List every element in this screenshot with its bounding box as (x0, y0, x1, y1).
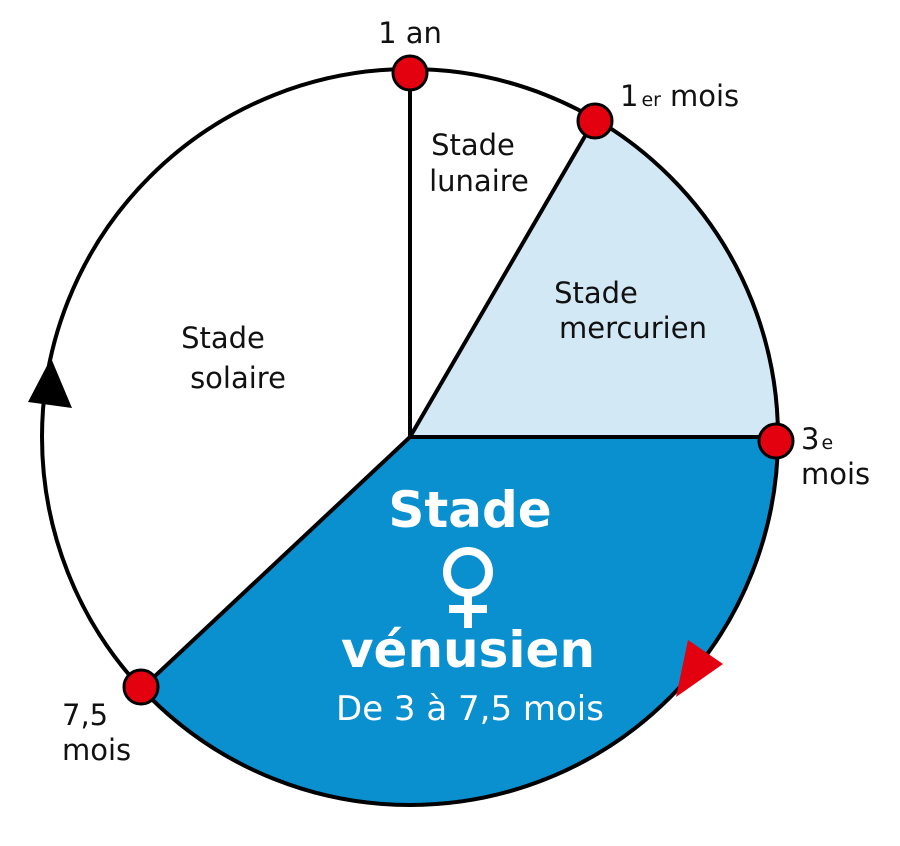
venusian-stage-range: De 3 à 7,5 mois (336, 689, 604, 729)
venusian-stage-name: vénusien (341, 621, 595, 679)
label-first-month-unit: mois (670, 79, 739, 113)
direction-arrow-right-icon (676, 640, 723, 697)
solar-stage-name: solaire (190, 361, 286, 395)
marker-third-month (757, 422, 795, 460)
divider-seven-half-months (140, 435, 412, 691)
mercurial-stage-name: mercurien (559, 311, 707, 345)
label-seven-half-months-unit: mois (62, 733, 131, 767)
solar-stage-title: Stade (181, 321, 265, 355)
lunar-stage-sector (410, 69, 595, 437)
marker-first-month (576, 102, 614, 140)
label-seven-half-months-number: 7,5 (62, 698, 108, 732)
label-third-month-suffix: e (821, 432, 833, 454)
label-first-month-number: 1 (620, 79, 638, 113)
label-third-month-digit: 3 (801, 422, 819, 456)
marker-seven-half-months (122, 668, 160, 706)
label-first-month-suffix: er (641, 89, 661, 111)
direction-arrow-left-icon (28, 358, 72, 408)
label-third-month-unit: mois (801, 457, 870, 491)
lunar-stage-title: Stade (431, 128, 515, 162)
solar-stage-sector (41, 69, 411, 689)
venusian-stage-sector (141, 437, 778, 806)
marker-one-year (391, 54, 429, 92)
mercurial-stage-sector (410, 119, 778, 437)
mercurial-stage-title: Stade (554, 276, 638, 310)
venusian-stage-title: Stade (388, 481, 551, 539)
label-one-year: 1 an (378, 16, 442, 50)
divider-first-month (408, 117, 597, 439)
lunar-stage-name: lunaire (429, 164, 529, 198)
venus-symbol-icon (443, 547, 493, 628)
